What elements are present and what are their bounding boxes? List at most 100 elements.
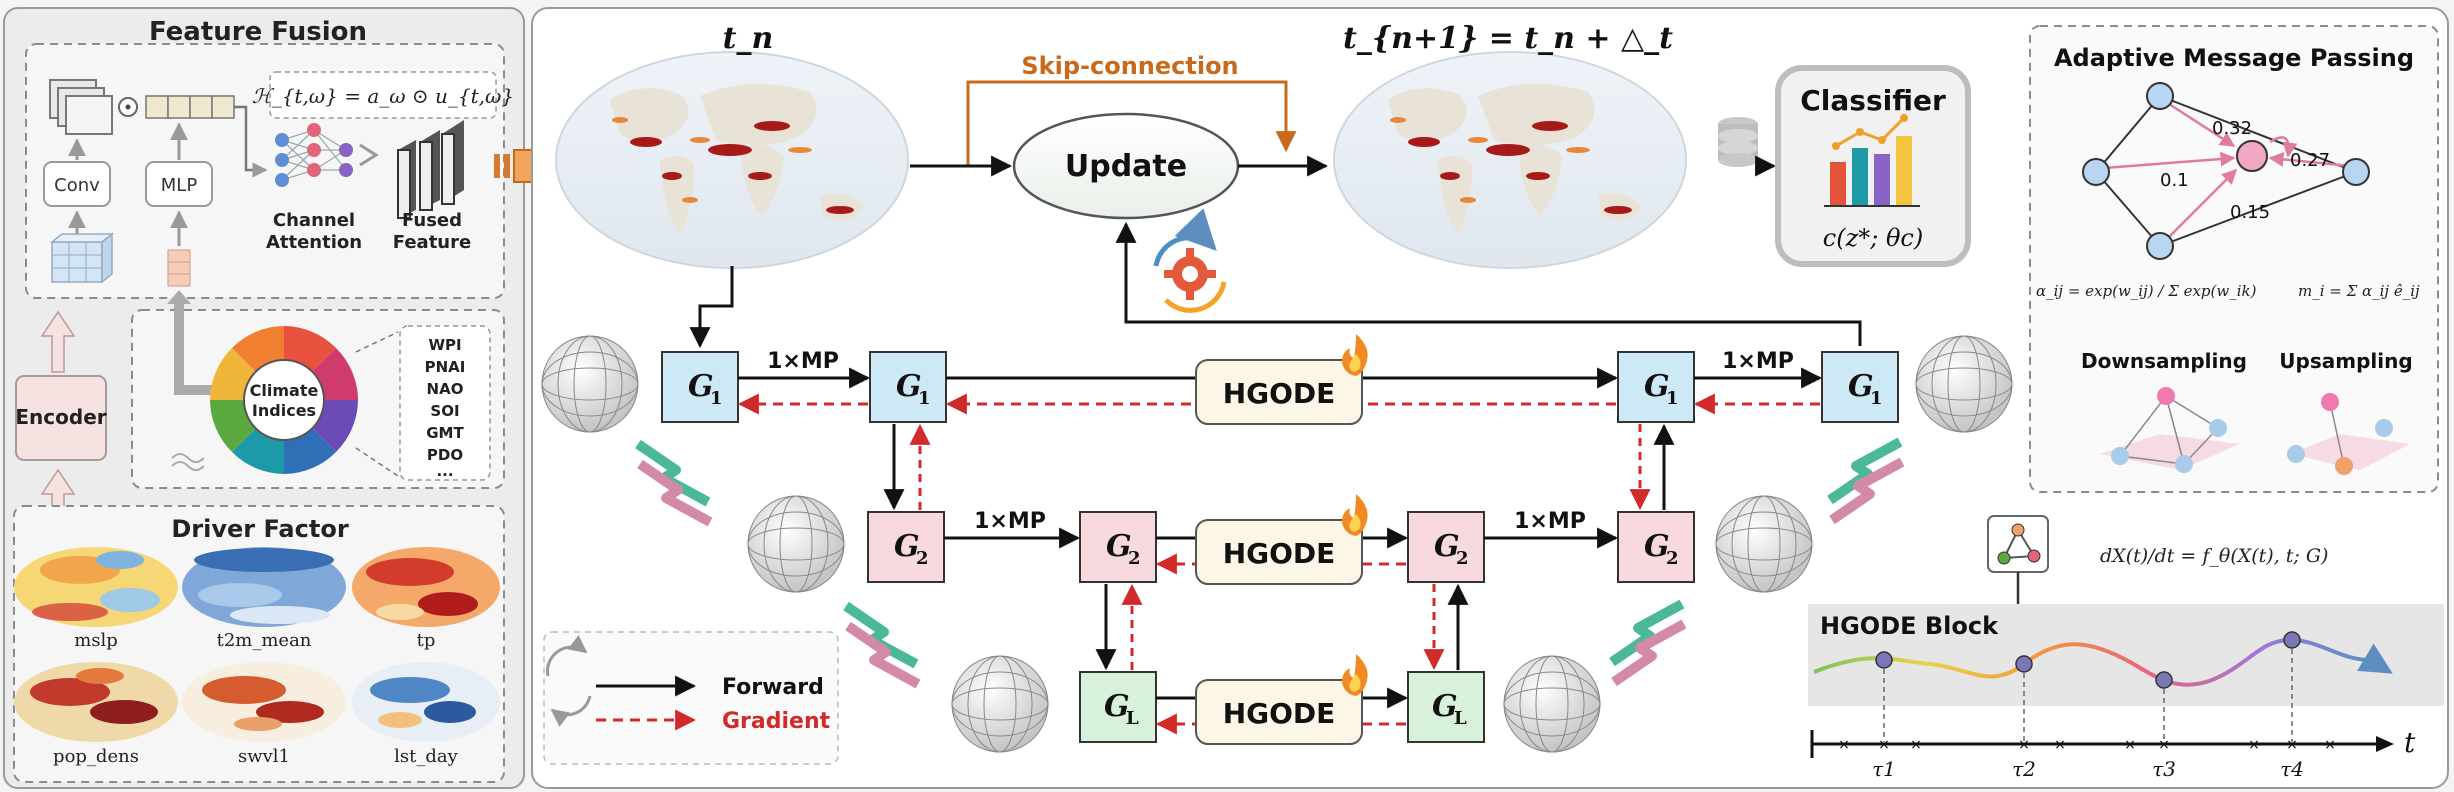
channel-attention-icon (275, 123, 379, 187)
g1-d-text: G (1848, 369, 1874, 404)
g2-node-c (1407, 511, 1485, 583)
g1-b-sub: 1 (918, 388, 931, 409)
upsampling-label: Upsampling (2279, 349, 2412, 373)
svg-text:×: × (2158, 737, 2170, 753)
climate-indices-label-2: Indices (252, 401, 316, 420)
climate-indices-label-1: Climate (250, 381, 319, 400)
sphere-2 (747, 495, 845, 593)
edge-weight-3: 0.1 (2160, 170, 2189, 191)
mlp-label: MLP (161, 175, 198, 196)
g2-c-text: G (1434, 529, 1460, 564)
svg-text:×: × (2248, 737, 2260, 753)
flame-icon-3 (1342, 654, 1368, 696)
g1-b-text: G (896, 369, 922, 404)
g1-a-text: G (688, 369, 714, 404)
fused-feature-icon (397, 120, 464, 219)
tau-3: τ3 (2152, 757, 2176, 781)
tau-4: τ4 (2280, 757, 2304, 781)
sphere-3 (951, 655, 1049, 753)
amp-title: Adaptive Message Passing (2054, 44, 2414, 72)
svg-text:×: × (1838, 737, 1850, 753)
input-cube-icon (49, 232, 115, 284)
right-panel: Adaptive Message Passing 0.32 0.2 (2029, 25, 2439, 493)
map-tp (352, 547, 500, 627)
tn1-label: t_{n+1} = t_n + △_t (1343, 21, 1673, 56)
graph-level-L: G L G L HGODE (1079, 654, 1485, 745)
g2-a-text: G (894, 529, 920, 564)
conv-label: Conv (54, 175, 100, 196)
update-gear-icon (1153, 208, 1227, 313)
cycle-icon (546, 635, 592, 727)
index-pnai: PNAI (425, 358, 466, 376)
g2-node-a (867, 511, 945, 583)
sphere-6 (1915, 335, 2013, 433)
edge-weight-1: 0.32 (2212, 118, 2252, 139)
update-label: Update (1065, 149, 1187, 184)
map-pop-dens (14, 662, 178, 742)
left-panel: Feature Fusion ℋ_{t,ω} = a_ω ⊙ u_{t,ω} C… (3, 7, 525, 789)
svg-text:×: × (1910, 737, 1922, 753)
g1-d-sub: 1 (1870, 388, 1883, 409)
map-label-tp: tp (417, 630, 436, 651)
index-wpi: WPI (428, 336, 461, 354)
classifier-box (1775, 65, 1971, 267)
classifier-formula: c(z*; θc) (1823, 224, 1923, 252)
g2-b-text: G (1106, 529, 1132, 564)
edge-weight-2: 0.27 (2290, 150, 2330, 171)
downsampling-icon (2100, 387, 2240, 473)
hgode-box-3 (1195, 679, 1363, 745)
hgode-label-3: HGODE (1223, 697, 1336, 730)
climate-indices-wheel (210, 326, 358, 474)
gl-node-b (1407, 671, 1485, 743)
g2-d-text: G (1644, 529, 1670, 564)
legend: Forward Gradient (543, 631, 839, 765)
upsampling-icon (2287, 393, 2410, 475)
sphere-5 (1715, 495, 1813, 593)
gl-b-sub: L (1454, 708, 1467, 729)
level-arrows (883, 423, 1675, 671)
database-icon (1718, 117, 1758, 167)
alpha-formula: α_ij = exp(w_ij) / Σ exp(w_ik) (2036, 282, 2257, 300)
driver-maps: mslp t2m_mean tp pop_dens (14, 547, 500, 767)
classifier-title: Classifier (1800, 84, 1946, 117)
map-label-mslp: mslp (74, 630, 118, 651)
gl-node-a (1079, 671, 1157, 743)
fused-feature-label-2: Feature (393, 232, 471, 253)
mp-label-1: 1×MP (767, 349, 839, 374)
tn-label: t_n (723, 21, 774, 56)
svg-text:×: × (1878, 737, 1890, 753)
fused-feature-label-1: Fused (402, 210, 462, 231)
gl-b-text: G (1432, 689, 1458, 724)
driver-factor-title: Driver Factor (171, 515, 348, 543)
svg-text:×: × (2324, 737, 2336, 753)
axis-tick-marks: ××× ××× ××× × (1838, 737, 2336, 753)
svg-text:×: × (2018, 737, 2030, 753)
zigzag-arrows (635, 437, 1905, 689)
mesh-spheres (541, 335, 2013, 753)
g2-a-sub: 2 (916, 548, 929, 569)
svg-text:×: × (2286, 737, 2298, 753)
formula-box (269, 71, 497, 119)
g1-c-text: G (1644, 369, 1670, 404)
g2-d-sub: 2 (1666, 548, 1679, 569)
mp-label-2: 1×MP (1722, 349, 1794, 374)
t-axis-label: t (2404, 726, 2416, 759)
hgode-box-2 (1195, 519, 1363, 585)
gl-a-sub: L (1126, 708, 1139, 729)
graph-level-1: G 1 G 1 G 1 G 1 1×MP 1×MP HGODE (661, 334, 1899, 425)
map-label-lst-day: lst_day (394, 746, 458, 767)
mp-label-3: 1×MP (974, 509, 1046, 534)
map-label-t2m: t2m_mean (217, 630, 312, 651)
ode-formula: dX(t)/dt = f_θ(X(t), t; G) (2100, 545, 2328, 567)
message-formula: m_i = Σ α_ij ê_ij (2298, 282, 2420, 300)
skip-connection-arrow (966, 80, 1297, 166)
g1-node-c (1617, 351, 1695, 423)
g1-a-sub: 1 (710, 388, 723, 409)
svg-text:×: × (2124, 737, 2136, 753)
g2-node-b (1079, 511, 1157, 583)
index-more: ... (436, 462, 453, 480)
index-soi: SOI (430, 402, 459, 420)
world-map-tn1 (1333, 51, 1687, 269)
flame-icon-2 (1342, 494, 1368, 536)
index-gmt: GMT (426, 424, 464, 442)
